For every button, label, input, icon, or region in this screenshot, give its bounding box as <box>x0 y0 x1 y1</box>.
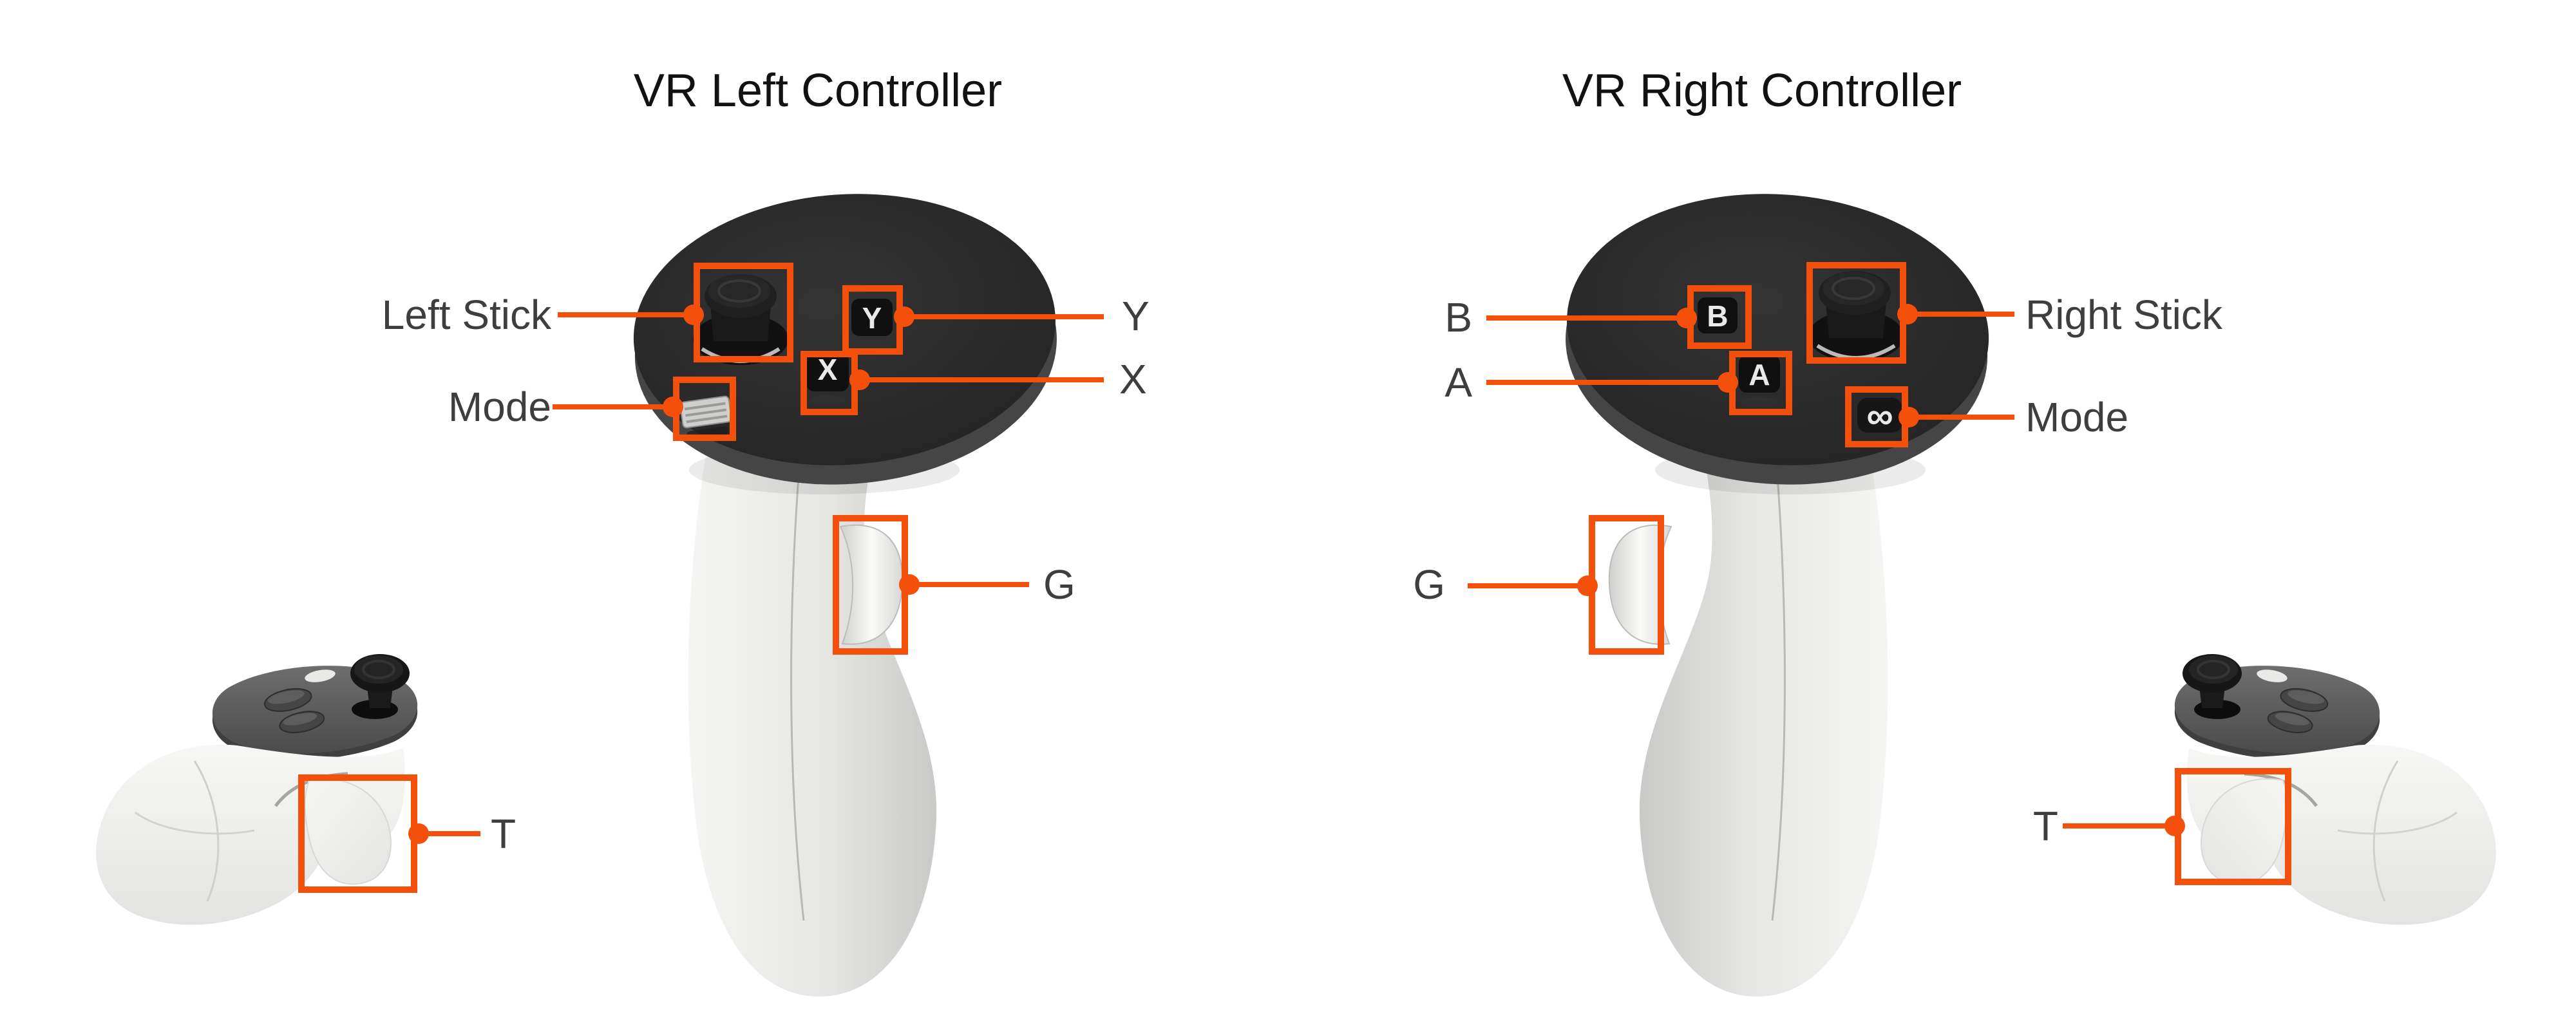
left-y-dot <box>894 306 914 327</box>
left-x-dot <box>849 370 870 390</box>
right-handle <box>1639 399 1888 997</box>
right-a-button-glyph: A <box>1748 358 1770 391</box>
right-b-dot <box>1676 308 1697 328</box>
left-y-button-glyph: Y <box>862 301 882 335</box>
side-logo-pill <box>305 670 336 682</box>
left-stick-dot <box>683 304 704 325</box>
right-grip-label: G <box>1413 561 1445 608</box>
left-x-button: X <box>806 353 849 406</box>
left-mode-line <box>553 404 673 409</box>
right-handle-seam <box>1771 476 1786 921</box>
right-b-line <box>1486 315 1687 321</box>
left-controller-side-view <box>96 654 418 925</box>
right-mode-label: Mode <box>2025 394 2129 440</box>
left-thumbstick <box>693 274 788 365</box>
right-a-line <box>1486 380 1728 385</box>
right-a-dot <box>1718 372 1738 393</box>
left-stick-label: Left Stick <box>381 292 551 338</box>
left-controller-title: VR Left Controller <box>633 65 1003 117</box>
side-face-buttons <box>263 688 325 733</box>
left-x-label: X <box>1119 356 1147 402</box>
left-grip-box <box>833 515 908 655</box>
left-trigger-line <box>419 831 480 836</box>
left-trigger-box <box>298 774 417 893</box>
left-trigger-label: T <box>491 810 516 857</box>
left-handle-seam <box>790 476 805 921</box>
right-b-button-glyph: B <box>1707 299 1728 333</box>
right-trigger-line <box>2063 823 2175 829</box>
left-stick-line <box>558 312 694 317</box>
right-a-label: A <box>1444 359 1472 406</box>
right-a-box <box>1729 351 1792 415</box>
left-grip-dot <box>899 574 920 595</box>
left-x-button-glyph: X <box>818 353 838 386</box>
left-grip-button <box>839 524 904 645</box>
right-controller-art: B A ∞ <box>1566 194 1989 997</box>
right-grip-box <box>1589 515 1664 655</box>
left-y-label: Y <box>1122 293 1150 339</box>
right-trigger-label: T <box>2032 803 2058 849</box>
left-handle <box>688 399 937 997</box>
left-mode-label: Mode <box>448 384 551 430</box>
right-disc-face <box>1567 194 1989 465</box>
right-trigger-dot <box>2164 816 2185 836</box>
right-a-button: A <box>1739 355 1780 407</box>
left-mode-dot <box>663 397 683 417</box>
side-joystick <box>350 654 410 719</box>
right-controller-title: VR Right Controller <box>1562 65 1962 117</box>
right-mode-line <box>1909 415 2014 420</box>
right-mode-dot <box>1899 407 1919 427</box>
right-b-label: B <box>1444 294 1472 341</box>
right-mode-button-glyph: ∞ <box>1866 395 1893 437</box>
right-grip-dot <box>1577 576 1598 596</box>
right-stick-line <box>1908 312 2014 317</box>
right-thumbstick <box>1808 271 1904 362</box>
right-stick-dot <box>1897 304 1918 324</box>
left-x-line <box>860 377 1104 382</box>
right-trigger-box <box>2175 768 2291 885</box>
right-grip-line <box>1468 583 1587 588</box>
right-mode-button: ∞ <box>1857 395 1902 437</box>
left-trigger-dot <box>408 823 429 844</box>
right-stick-label: Right Stick <box>2025 292 2222 338</box>
right-controller-side-view <box>2174 654 2496 925</box>
side-trigger <box>304 778 392 885</box>
left-grip-label: G <box>1043 561 1075 608</box>
right-b-box <box>1687 285 1752 349</box>
left-y-line <box>904 314 1104 319</box>
right-stick-box <box>1806 262 1906 364</box>
left-grip-line <box>909 582 1029 587</box>
left-x-box <box>800 351 858 415</box>
left-stick-box <box>694 263 793 362</box>
